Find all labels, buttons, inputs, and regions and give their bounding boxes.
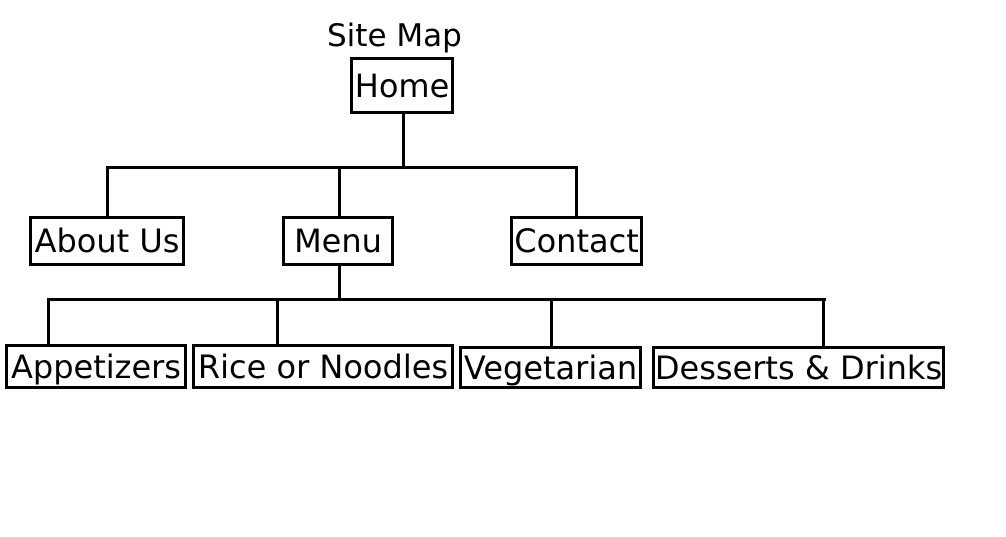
- diagram-title: Site Map: [327, 18, 462, 54]
- contact-drop-line: [575, 166, 578, 218]
- node-desserts-and-drinks: Desserts & Drinks: [652, 346, 945, 389]
- desserts-drinks-drop-line: [822, 298, 825, 346]
- about-drop-line: [106, 166, 109, 218]
- node-appetizers: Appetizers: [5, 344, 187, 389]
- vegetarian-drop-line: [550, 298, 553, 346]
- node-contact: Contact: [510, 216, 643, 266]
- node-rice-or-noodles: Rice or Noodles: [192, 344, 454, 389]
- appetizers-drop-line: [47, 298, 50, 346]
- node-vegetarian: Vegetarian: [459, 346, 642, 389]
- level1-bus-line: [106, 166, 578, 169]
- node-menu: Menu: [282, 216, 394, 266]
- menu-drop-line: [338, 166, 341, 218]
- rice-noodles-drop-line: [276, 298, 279, 346]
- node-home: Home: [350, 57, 454, 114]
- home-stem-line: [402, 112, 405, 168]
- menu-stem-line: [338, 264, 341, 300]
- menu-children-bus-line: [47, 298, 826, 301]
- node-about-us: About Us: [29, 216, 185, 266]
